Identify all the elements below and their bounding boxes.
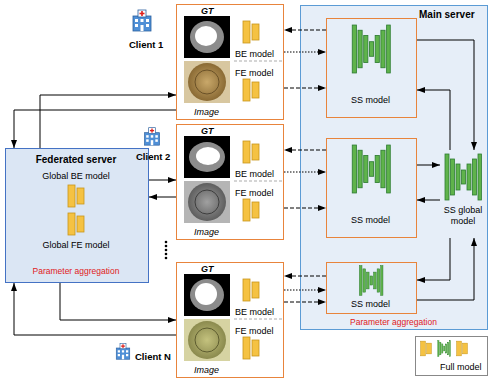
gt-region (195, 283, 217, 305)
connector (417, 40, 474, 150)
legend-icon (438, 340, 451, 356)
connector (14, 110, 176, 148)
model-label: FE model (235, 68, 274, 79)
gt-image (184, 16, 230, 58)
image-label: GT (201, 264, 214, 275)
ss-global-icon (445, 154, 482, 200)
be-model-icon (243, 21, 259, 43)
connector (417, 238, 474, 300)
global-fe-icon (68, 213, 84, 235)
client-name: Client 2 (136, 151, 170, 162)
hospital-icon (145, 128, 160, 146)
model-label: FE model (235, 188, 274, 199)
connector (417, 165, 440, 166)
image-label: GT (201, 6, 214, 17)
ss-model-box: SS model (326, 262, 417, 314)
connector (40, 95, 176, 148)
gt-region (196, 147, 220, 165)
connector (60, 283, 176, 320)
model-label: SS model (327, 299, 414, 310)
connector (284, 290, 326, 291)
server-box: Federated serverGlobal BE modelGlobal FE… (5, 148, 149, 283)
embryo-image (184, 319, 230, 361)
be-model-icon (243, 141, 259, 163)
embryo (188, 63, 226, 101)
embryo-image (184, 181, 230, 223)
model-label: FE model (235, 326, 274, 337)
embryo-image (184, 61, 230, 103)
legend-icon (421, 341, 432, 356)
ss-model-icon (359, 266, 383, 296)
connector (284, 30, 326, 31)
hospital-icon (116, 344, 130, 360)
model-label: SS model (327, 95, 414, 106)
client-name: Client 1 (129, 39, 163, 50)
connector (284, 276, 326, 277)
gt-region (190, 21, 224, 53)
embryo (195, 70, 219, 94)
model-label: BE model (235, 49, 274, 60)
fe-model-icon (243, 79, 259, 101)
gt-image (184, 136, 230, 178)
connector (284, 88, 326, 89)
image-label: GT (201, 126, 214, 137)
connector (149, 180, 176, 181)
connector (417, 238, 450, 280)
gt-region (190, 279, 224, 311)
note: Parameter aggregation (6, 266, 146, 277)
model-label: SS global model (440, 205, 486, 227)
legend-icon (457, 341, 468, 356)
separator (234, 181, 282, 182)
separator (234, 61, 282, 62)
connector (14, 283, 176, 335)
connector (284, 52, 326, 53)
model-label: BE model (235, 169, 274, 180)
legend-box: Full model (415, 336, 488, 376)
legend-text: Full model (440, 362, 482, 373)
embryo (188, 183, 226, 221)
image-label: Image (194, 365, 219, 376)
connector (284, 302, 326, 303)
connector (417, 90, 450, 150)
ss-model-box: SS model (326, 18, 417, 118)
separator (234, 319, 282, 320)
ellipsis-dots (165, 241, 168, 260)
fe-model-icon (243, 199, 259, 221)
model-label: SS model (327, 215, 414, 226)
gt-region (189, 142, 225, 172)
client-name: Client N (135, 351, 171, 362)
fe-model-icon (243, 337, 259, 359)
hospital-icon (133, 10, 151, 31)
be-model-icon (243, 279, 259, 301)
model-label: BE model (235, 307, 274, 318)
image-label: Image (194, 107, 219, 118)
note: Parameter aggregation (341, 317, 446, 328)
model-label: Global FE model (6, 240, 146, 251)
connector (284, 208, 326, 209)
ss-model-box: SS model (326, 138, 417, 238)
embryo (188, 321, 226, 359)
server-title: Main server (419, 9, 475, 21)
model-label: Global BE model (6, 171, 146, 182)
image-label: Image (194, 227, 219, 238)
server-title: Federated server (6, 154, 146, 166)
gt-region (195, 26, 217, 46)
gt-image (184, 274, 230, 316)
embryo (195, 328, 219, 352)
connector (284, 150, 326, 151)
connector (284, 172, 326, 173)
ss-model-icon (352, 25, 390, 73)
embryo (195, 190, 219, 214)
connector (417, 200, 440, 201)
global-be-icon (68, 185, 84, 207)
ss-model-icon (352, 145, 390, 193)
connector (149, 197, 176, 198)
